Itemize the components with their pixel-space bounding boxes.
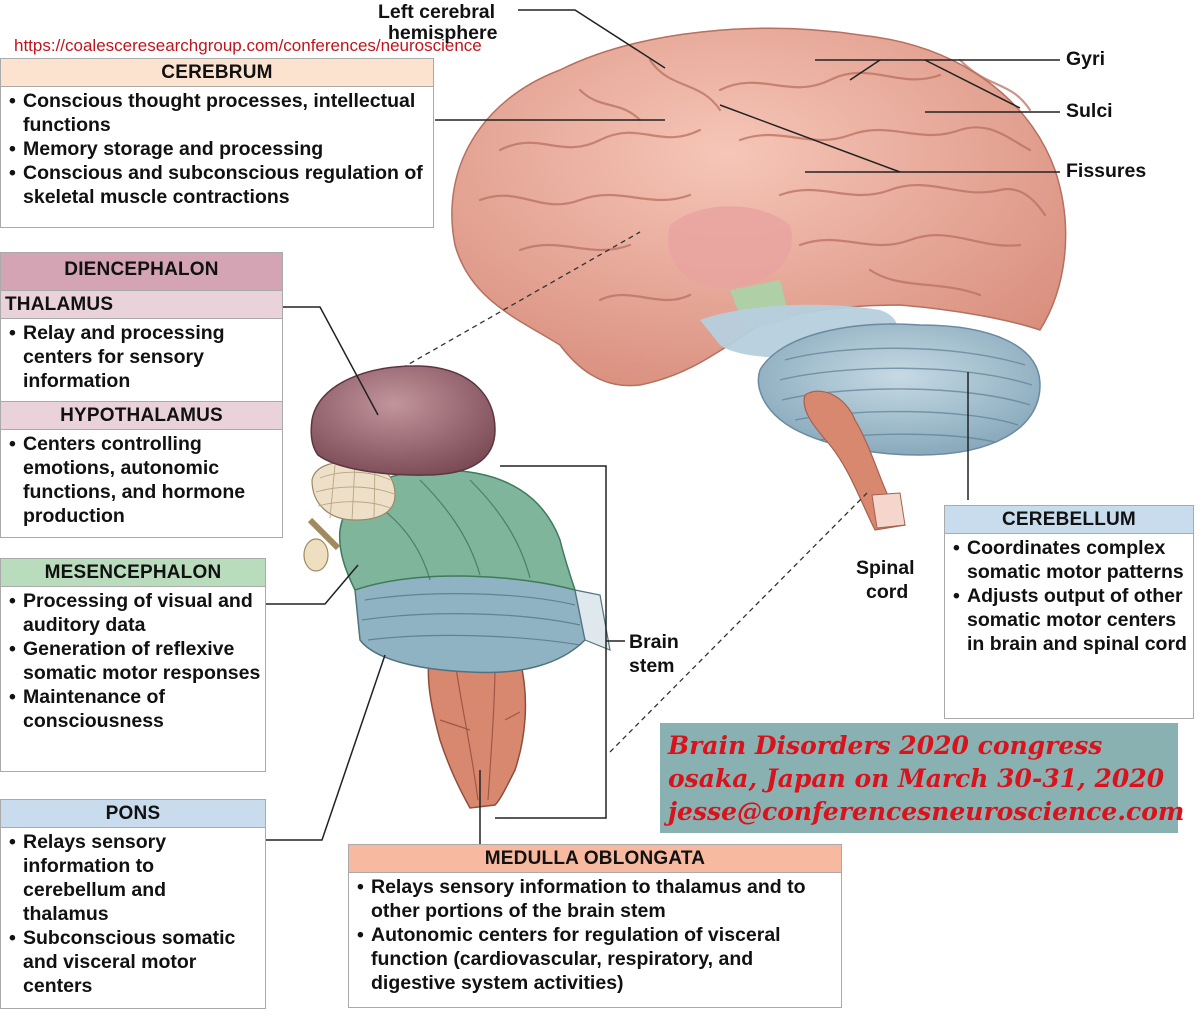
mesencephalon-title: MESENCEPHALON	[1, 559, 265, 587]
list-item: Centers controlling emotions, autonomic …	[5, 432, 278, 528]
banner-line-email[interactable]: jesse@conferencesneuroscience.com	[668, 797, 1185, 826]
list-item: Relays sensory information to cerebellum…	[5, 830, 261, 926]
mesencephalon-box: MESENCEPHALON Processing of visual and a…	[0, 558, 266, 772]
medulla-title: MEDULLA OBLONGATA	[349, 845, 841, 873]
list-item: Conscious thought processes, intellectua…	[5, 89, 429, 137]
diencephalon-title: DIENCEPHALON	[1, 253, 282, 290]
list-item: Maintenance of consciousness	[5, 685, 261, 733]
label-left-cerebral-hemisphere-2: hemisphere	[388, 22, 498, 44]
cerebrum-box: CEREBRUM Conscious thought processes, in…	[0, 58, 434, 228]
cerebrum-title: CEREBRUM	[1, 59, 433, 87]
list-item: Adjusts output of other somatic motor ce…	[949, 584, 1189, 656]
list-item: Relays sensory information to thalamus a…	[353, 875, 837, 923]
diencephalon-box: DIENCEPHALON	[0, 252, 283, 290]
banner-line-title: Brain Disorders 2020 congress	[668, 731, 1103, 760]
thalamus-shape	[310, 365, 496, 476]
list-item: Relay and processing centers for sensory…	[5, 321, 278, 393]
pons-list: Relays sensory information to cerebellum…	[1, 828, 265, 1002]
cerebellum-box: CEREBELLUM Coordinates complex somatic m…	[944, 505, 1194, 719]
cerebellum-list: Coordinates complex somatic motor patter…	[945, 534, 1193, 660]
hypothalamus-list: Centers controlling emotions, autonomic …	[1, 430, 282, 532]
list-item: Subconscious somatic and visceral motor …	[5, 926, 261, 998]
label-sulci: Sulci	[1066, 100, 1113, 122]
label-left-cerebral-hemisphere-1: Left cerebral	[378, 1, 496, 23]
label-gyri: Gyri	[1066, 48, 1106, 70]
label-spinal-cord-1: Spinal	[856, 557, 915, 579]
list-item: Processing of visual and auditory data	[5, 589, 261, 637]
label-fissures: Fissures	[1066, 160, 1147, 182]
label-brain-stem-2: stem	[629, 655, 675, 677]
thalamus-title: THALAMUS	[1, 291, 282, 319]
gyri-folds	[478, 58, 1047, 302]
pons-title: PONS	[1, 800, 265, 828]
cerebellum-title: CEREBELLUM	[945, 506, 1193, 534]
list-item: Generation of reflexive somatic motor re…	[5, 637, 261, 685]
label-brain-stem-1: Brain	[629, 631, 679, 653]
congress-banner: Brain Disorders 2020 congress osaka, Jap…	[660, 723, 1185, 833]
medulla-box: MEDULLA OBLONGATA Relays sensory informa…	[348, 844, 842, 1008]
list-item: Conscious and subconscious regulation of…	[5, 161, 429, 209]
mesencephalon-list: Processing of visual and auditory data G…	[1, 587, 265, 737]
list-item: Autonomic centers for regulation of visc…	[353, 923, 837, 995]
list-item: Memory storage and processing	[5, 137, 429, 161]
cerebrum-shape	[451, 27, 1067, 387]
hypothalamus-box: HYPOTHALAMUS Centers controlling emotion…	[0, 402, 283, 538]
cerebrum-list: Conscious thought processes, intellectua…	[1, 87, 433, 213]
label-spinal-cord-2: cord	[866, 581, 909, 603]
list-item: Coordinates complex somatic motor patter…	[949, 536, 1189, 584]
pons-box: PONS Relays sensory information to cereb…	[0, 799, 266, 1009]
thalamus-box: THALAMUS Relay and processing centers fo…	[0, 290, 283, 402]
banner-line-location: osaka, Japan on March 30-31, 2020	[668, 764, 1165, 793]
pons-shape	[354, 568, 586, 674]
hypothalamus-title: HYPOTHALAMUS	[1, 402, 282, 430]
source-url[interactable]: https://coalesceresearchgroup.com/confer…	[14, 36, 482, 55]
thalamus-list: Relay and processing centers for sensory…	[1, 319, 282, 397]
medulla-list: Relays sensory information to thalamus a…	[349, 873, 841, 999]
